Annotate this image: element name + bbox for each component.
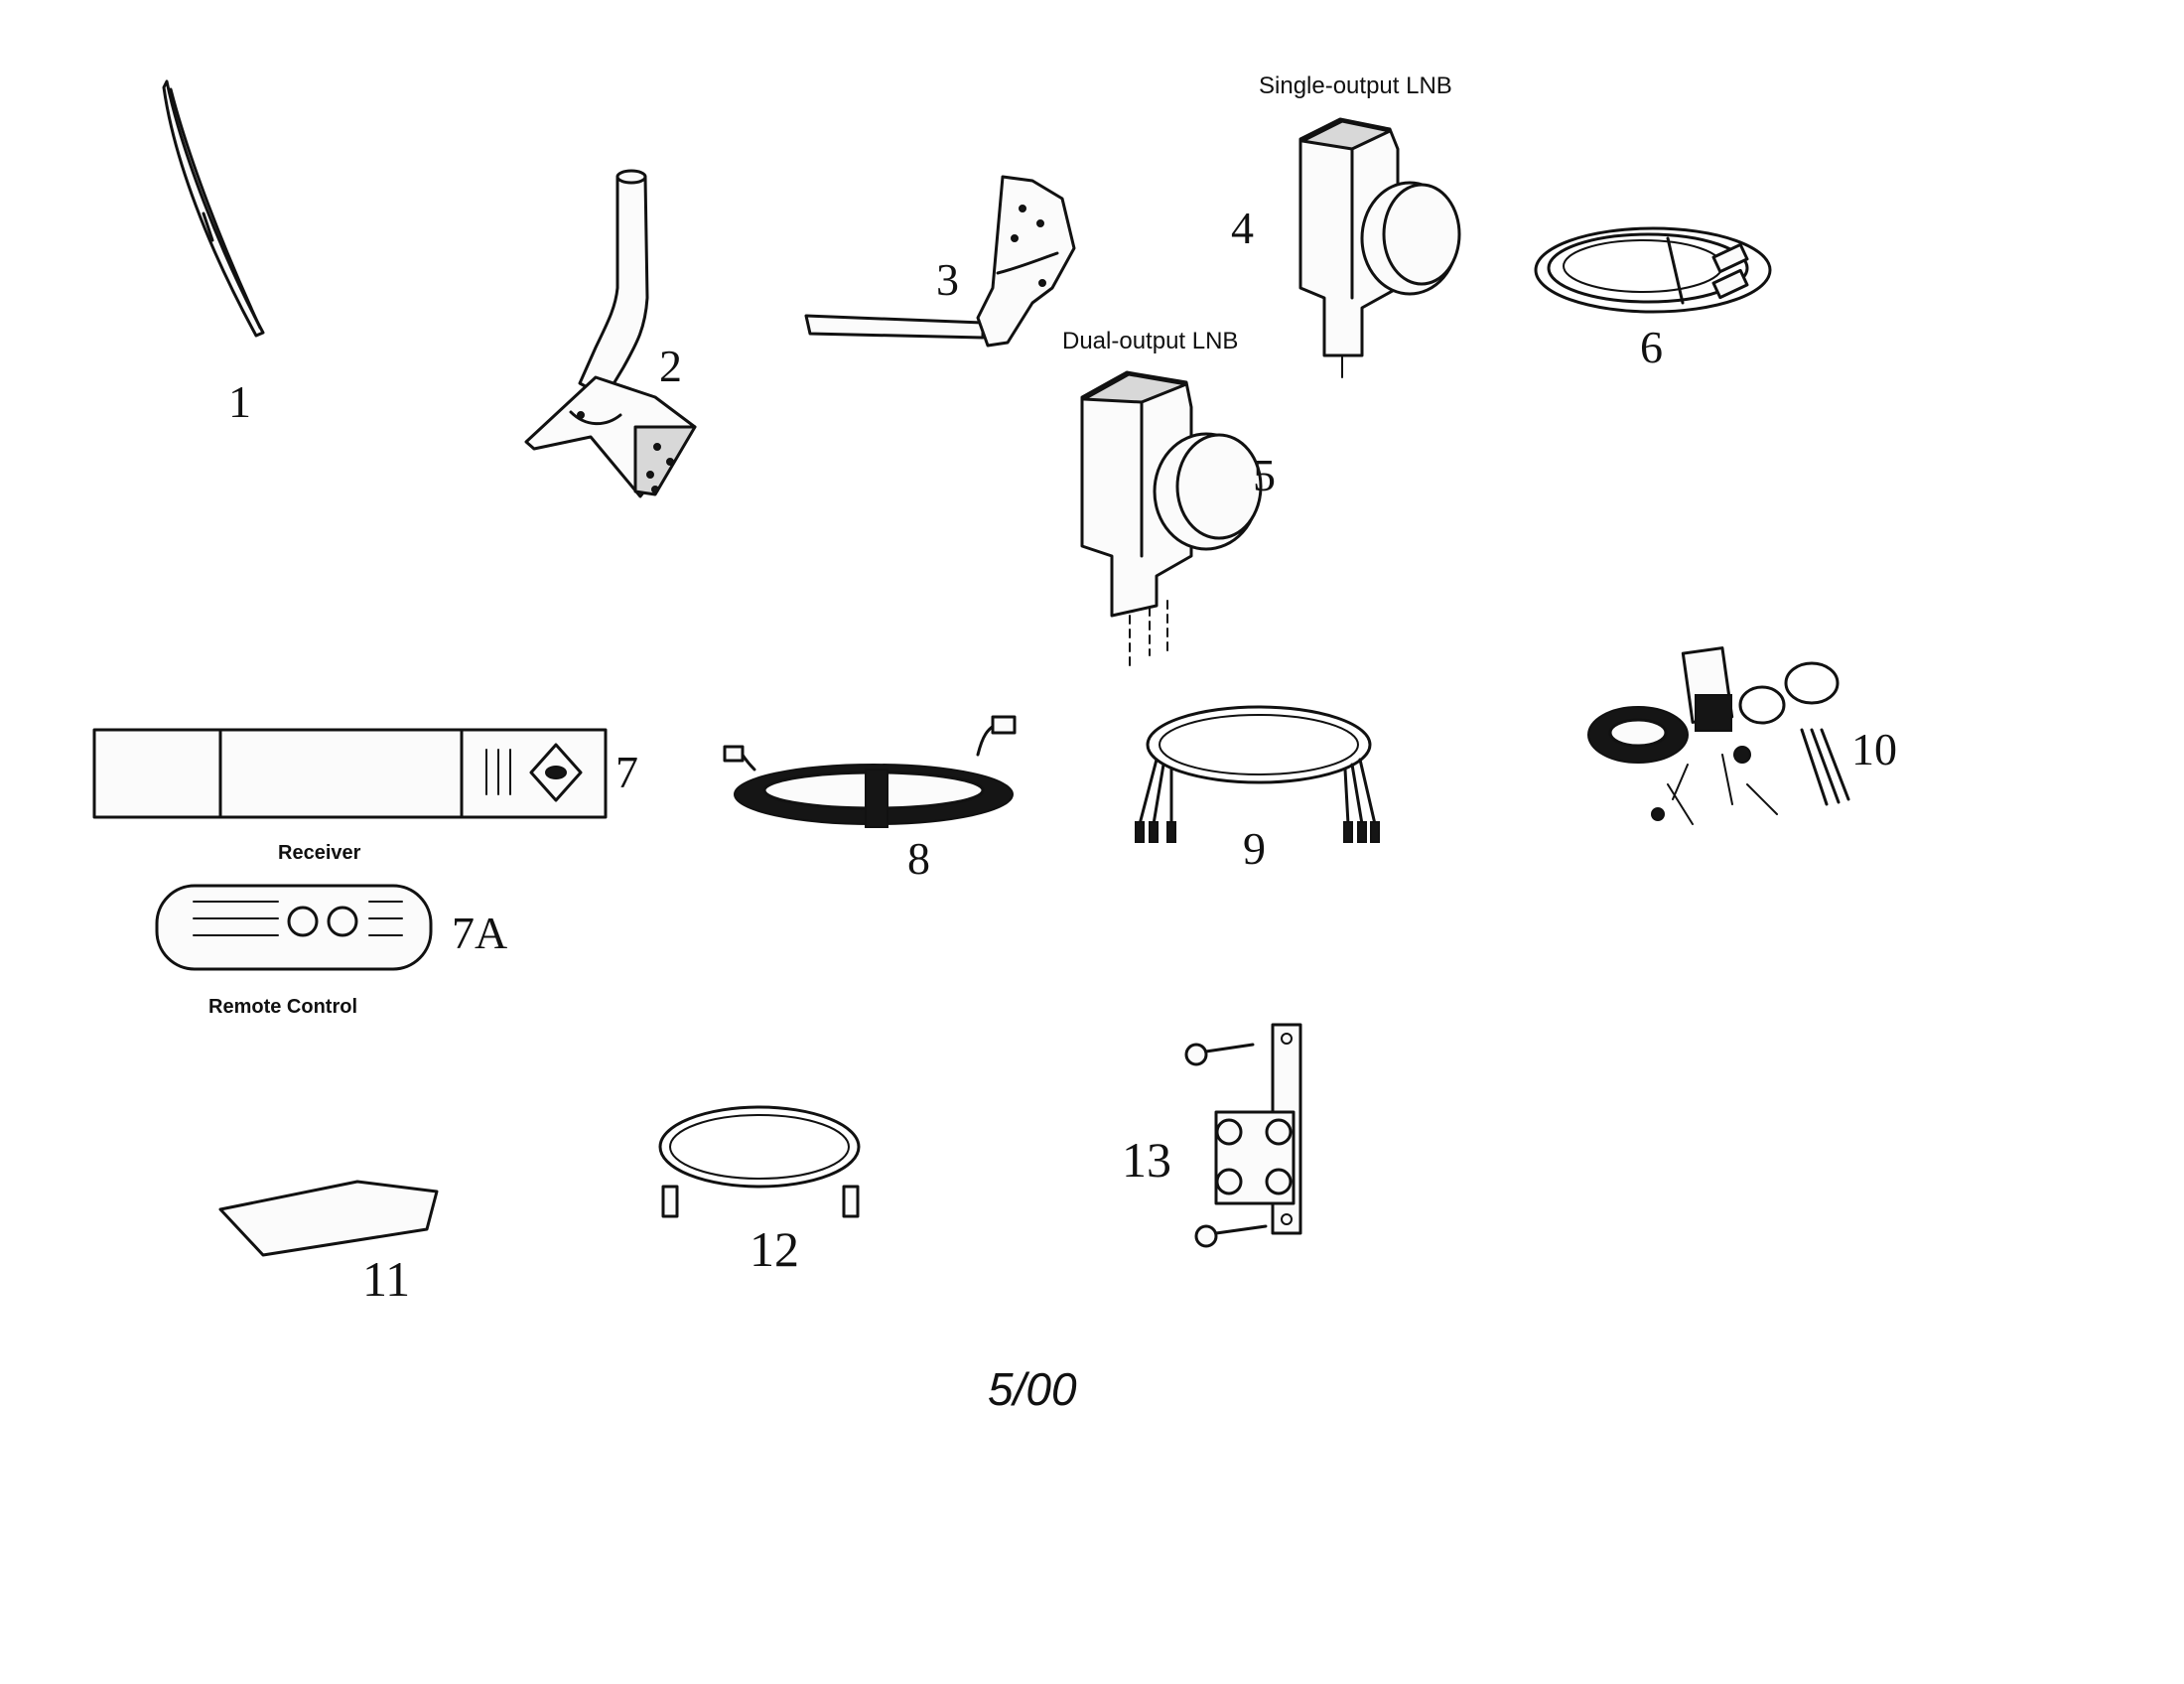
part-4-number: 4 — [1231, 203, 1254, 253]
part-7-caption: Receiver — [278, 842, 361, 864]
part-2-number: 2 — [659, 341, 682, 391]
part-6-number: 6 — [1640, 322, 1663, 372]
part-7a-caption: Remote Control — [208, 996, 357, 1018]
date-code: 5/00 — [988, 1363, 1077, 1415]
part-5-dual-lnb — [1080, 370, 1263, 666]
part-13-number: 13 — [1122, 1132, 1171, 1188]
part-8-phone-cord — [723, 715, 1017, 828]
part-7-receiver — [92, 728, 608, 819]
part-7a-remote-control — [155, 884, 433, 971]
part-12-jumper-cable — [658, 1105, 861, 1218]
part-3-lnb-arm — [804, 175, 1076, 348]
part-4-caption: Single-output LNB — [1259, 72, 1452, 99]
part-1-dish-reflector — [162, 79, 265, 338]
part-3-number: 3 — [936, 254, 959, 305]
part-11-card — [218, 1180, 439, 1257]
part-1-number: 1 — [228, 376, 251, 427]
part-9-rca-cable — [1135, 705, 1380, 843]
part-11-number: 11 — [362, 1251, 410, 1307]
part-4-single-lnb — [1298, 117, 1461, 378]
part-6-coax-cable — [1534, 226, 1772, 314]
part-8-number: 8 — [907, 833, 930, 884]
part-2-mast-mount — [524, 169, 697, 498]
part-10-hardware-kit — [1587, 646, 1850, 825]
part-7-number: 7 — [615, 747, 638, 797]
part-5-caption: Dual-output LNB — [1062, 328, 1238, 354]
part-12-number: 12 — [750, 1221, 799, 1277]
part-5-number: 5 — [1253, 450, 1276, 500]
part-13-ground-block — [1184, 1023, 1302, 1248]
part-10-number: 10 — [1851, 724, 1897, 774]
part-7a-number: 7A — [452, 908, 507, 958]
part-9-number: 9 — [1243, 823, 1266, 874]
